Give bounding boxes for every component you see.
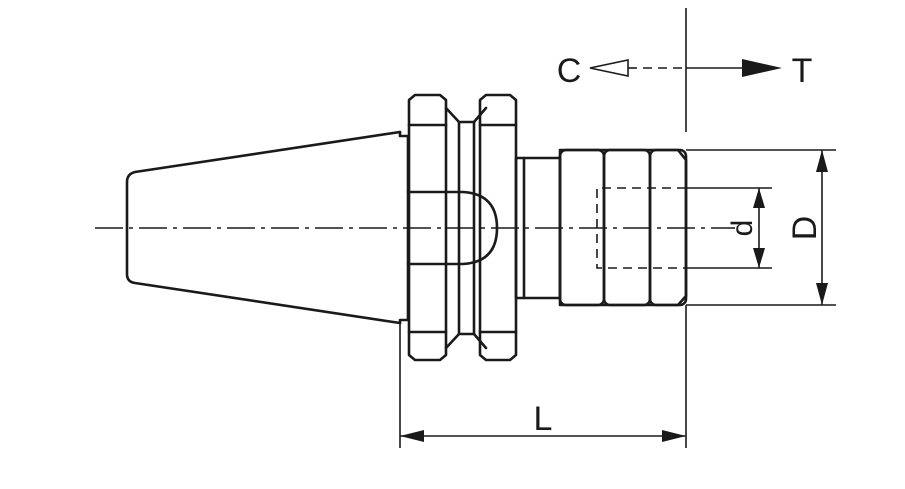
outer-diameter-label: D <box>786 216 824 241</box>
bore-diameter-label: d <box>726 220 759 237</box>
tool-direction-label: T <box>792 52 813 90</box>
drive-key-slot <box>406 190 499 266</box>
flange-left <box>407 93 448 362</box>
hidden-bore <box>596 187 686 269</box>
flange-right <box>478 93 518 362</box>
coolant-direction-label: C <box>557 52 582 90</box>
length-label: L <box>534 400 553 438</box>
taper-shank <box>125 130 402 325</box>
hollow-arrow <box>589 59 629 77</box>
solid-arrow <box>742 59 782 77</box>
